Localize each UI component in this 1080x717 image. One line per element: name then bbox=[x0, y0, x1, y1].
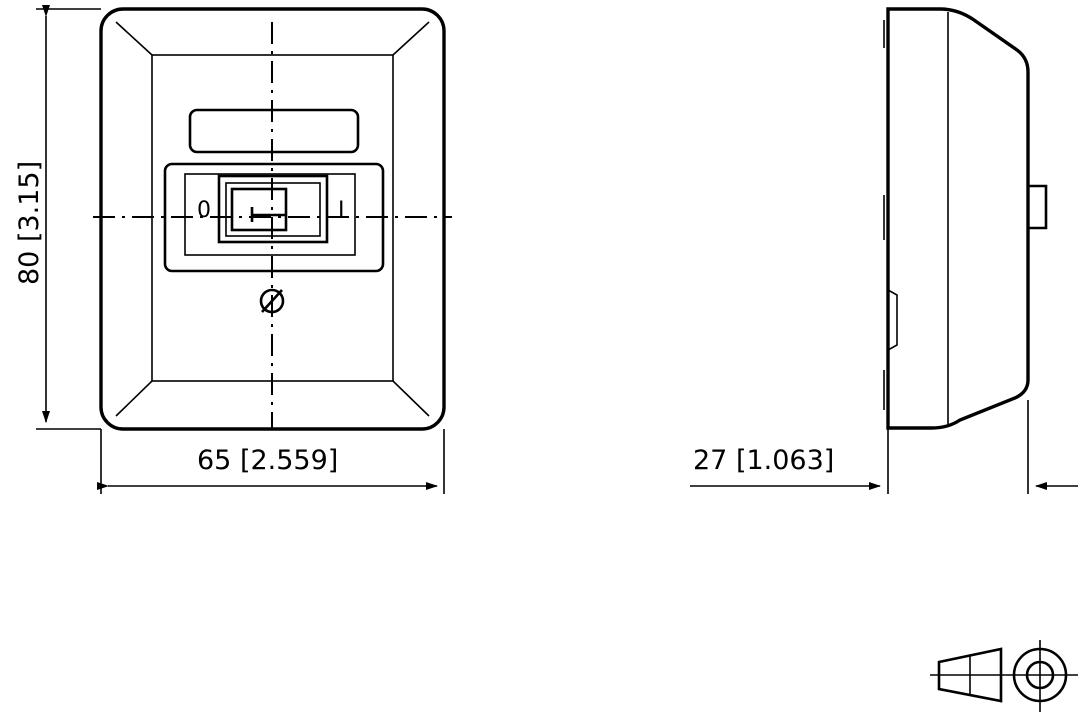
front-view: 0 I bbox=[93, 7, 452, 431]
rocker-outer bbox=[217, 174, 329, 244]
dimension-height: 80 [3.15] bbox=[14, 5, 101, 430]
width-dimension-label: 65 [2.559] bbox=[197, 445, 338, 476]
switch-label-off: 0 bbox=[197, 198, 211, 223]
side-view bbox=[883, 7, 1048, 430]
chamfer-tr bbox=[392, 21, 430, 56]
switch-recess bbox=[184, 173, 356, 256]
label-window bbox=[188, 108, 360, 154]
switch-label-on: I bbox=[338, 198, 345, 223]
chamfer-tl bbox=[115, 21, 153, 56]
dimension-depth: 27 [1.063] bbox=[690, 400, 1078, 494]
side-housing-outline bbox=[886, 7, 1030, 430]
chamfer-bl bbox=[115, 380, 153, 417]
side-clip bbox=[887, 289, 898, 351]
chamfer-br bbox=[392, 380, 430, 417]
rocker-inner bbox=[230, 187, 288, 232]
height-dimension-label: 80 [3.15] bbox=[14, 161, 45, 285]
projection-symbol-icon bbox=[930, 640, 1078, 712]
dimension-width: 65 [2.559] bbox=[97, 429, 445, 494]
side-rocker-profile bbox=[1028, 184, 1048, 230]
depth-dimension-label: 27 [1.063] bbox=[693, 445, 834, 476]
